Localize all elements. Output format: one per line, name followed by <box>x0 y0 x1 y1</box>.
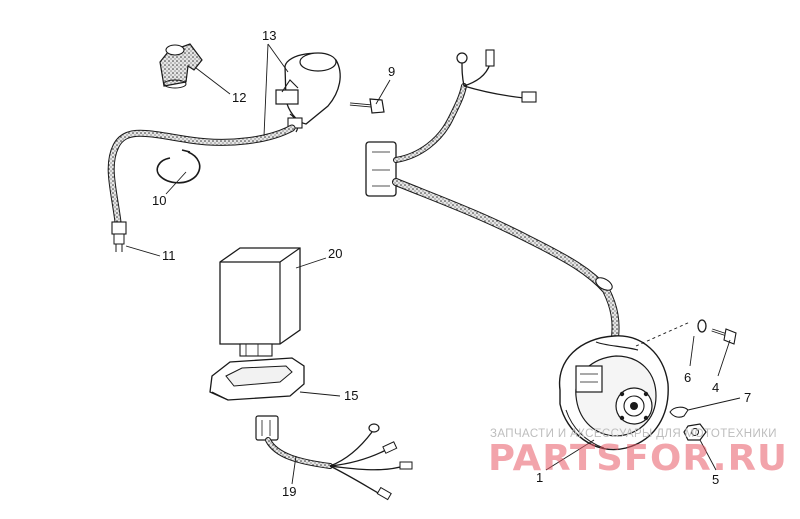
callout-9: 9 <box>388 64 395 79</box>
ht-lead <box>107 124 296 226</box>
callout-20: 20 <box>328 246 342 261</box>
watermark: ЗАПЧАСТИ И АКСЕССУАРЫ ДЛЯ МОТОТЕХНИКИ PA… <box>488 428 788 479</box>
spark-plug-terminal <box>111 221 127 252</box>
stator-washer <box>697 319 707 333</box>
callout-4: 4 <box>712 380 719 395</box>
callout-6: 7 <box>744 390 751 405</box>
callout-5: 6 <box>684 370 691 385</box>
watermark-caption: ЗАПЧАСТИ И АКСЕССУАРЫ ДЛЯ МОТОТЕХНИКИ <box>490 428 777 440</box>
wiring-harness <box>255 415 413 501</box>
callout-12: 12 <box>232 90 246 105</box>
ignition-coil <box>275 52 341 133</box>
callout-13: 13 <box>262 28 276 43</box>
stator-screw <box>711 328 737 345</box>
leader-lines <box>125 43 741 485</box>
watermark-brand: PARTSFOR.RU <box>488 438 788 479</box>
electronic-control-unit <box>219 247 301 357</box>
callout-10: 10 <box>152 193 166 208</box>
stator-harness <box>365 49 620 348</box>
cable-clip <box>156 149 201 184</box>
callout-11: 11 <box>162 248 176 263</box>
spark-plug-cap <box>159 43 203 89</box>
callout-1: 1 <box>536 470 543 485</box>
callout-15: 15 <box>344 388 358 403</box>
woodruff-key <box>669 406 689 418</box>
callout-7: 5 <box>712 472 719 487</box>
stator-flywheel-assembly <box>558 335 669 451</box>
coil-mounting-screw <box>349 98 385 114</box>
ecu-rubber-mount <box>209 357 305 401</box>
callout-19: 19 <box>282 484 296 499</box>
